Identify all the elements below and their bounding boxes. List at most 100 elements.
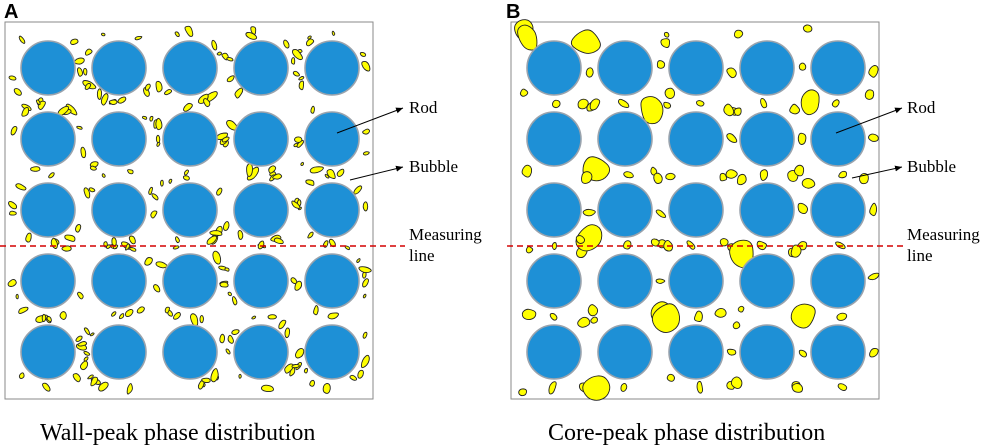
panel-b-line-label: line bbox=[907, 246, 933, 265]
panel-b-caption: Core-peak phase distribution bbox=[548, 420, 825, 446]
bubble bbox=[160, 179, 164, 187]
rod bbox=[526, 182, 582, 238]
panel-b-rod-arrow bbox=[835, 107, 903, 134]
bubble bbox=[201, 377, 211, 384]
bubble bbox=[174, 31, 180, 38]
bubble bbox=[686, 240, 696, 250]
bubble bbox=[84, 48, 93, 56]
bubble bbox=[125, 243, 131, 251]
bubble bbox=[284, 327, 291, 339]
bubble bbox=[203, 98, 211, 108]
bubble bbox=[353, 185, 363, 195]
bubble bbox=[298, 80, 305, 91]
panel-b-bubble-label: Bubble bbox=[907, 157, 956, 176]
bubble bbox=[296, 139, 304, 148]
bubble bbox=[118, 313, 125, 320]
bubble bbox=[590, 316, 598, 324]
bubble bbox=[273, 237, 284, 245]
bubble bbox=[251, 315, 257, 320]
bubble bbox=[260, 384, 274, 393]
bubble bbox=[726, 133, 738, 143]
rod bbox=[668, 40, 724, 96]
bubble bbox=[663, 101, 672, 109]
rod bbox=[91, 40, 147, 96]
bubble bbox=[199, 315, 204, 324]
bubble bbox=[869, 347, 879, 358]
rod bbox=[668, 182, 724, 238]
bubble bbox=[9, 210, 17, 216]
bubble bbox=[623, 240, 632, 250]
bubble bbox=[300, 161, 304, 166]
bubble bbox=[292, 49, 303, 61]
rod bbox=[668, 324, 724, 380]
rod bbox=[20, 40, 76, 96]
rod bbox=[162, 40, 218, 96]
panel-b-bubble-arrow bbox=[851, 165, 903, 179]
bubble bbox=[357, 369, 364, 379]
rod bbox=[526, 111, 582, 167]
bubble bbox=[272, 173, 283, 180]
bubble bbox=[18, 372, 25, 379]
panel-b-rod-label: Rod bbox=[907, 98, 936, 117]
bubble bbox=[518, 388, 528, 397]
rod bbox=[304, 324, 360, 380]
panel-a-bubbles bbox=[7, 25, 372, 395]
panel-b: B Rod Bubble Measuring line Core-peak ph… bbox=[506, 1, 980, 446]
bubble bbox=[798, 349, 807, 358]
bubble bbox=[331, 30, 336, 36]
bubble bbox=[61, 245, 72, 252]
bubble bbox=[77, 291, 84, 300]
rod bbox=[810, 182, 866, 238]
bubble bbox=[725, 169, 738, 179]
bubble bbox=[525, 246, 534, 254]
bubble bbox=[77, 341, 88, 347]
bubble bbox=[650, 238, 660, 247]
rod bbox=[91, 253, 147, 309]
bubble bbox=[836, 312, 848, 321]
bubble bbox=[257, 240, 265, 250]
bubble bbox=[867, 272, 880, 281]
bubble bbox=[246, 163, 254, 177]
bubble bbox=[268, 165, 277, 174]
bubble bbox=[327, 312, 339, 320]
rod bbox=[162, 111, 218, 167]
bubble bbox=[156, 142, 161, 147]
panel-b-letter: B bbox=[506, 1, 520, 23]
bubble bbox=[83, 68, 88, 76]
bubble bbox=[733, 29, 744, 39]
bubble bbox=[80, 146, 87, 159]
panel-b-rods bbox=[526, 40, 866, 380]
bubble bbox=[18, 306, 29, 314]
rod bbox=[304, 111, 360, 167]
rod bbox=[20, 324, 76, 380]
bubble bbox=[153, 284, 161, 293]
bubble bbox=[98, 381, 109, 392]
bubble bbox=[362, 293, 367, 299]
bubble bbox=[361, 60, 371, 72]
bubble bbox=[125, 308, 134, 318]
bubble bbox=[101, 173, 106, 178]
bubble bbox=[8, 75, 17, 81]
bubble bbox=[362, 331, 368, 339]
bubble bbox=[284, 363, 295, 374]
bubble bbox=[575, 235, 585, 244]
bubble bbox=[72, 373, 81, 383]
bubble bbox=[305, 179, 315, 186]
rod bbox=[597, 324, 653, 380]
bubble bbox=[362, 278, 369, 288]
bubble bbox=[696, 380, 704, 394]
bubble bbox=[96, 88, 103, 100]
bubble bbox=[665, 172, 676, 181]
bubble bbox=[222, 221, 230, 231]
panel-a-rods bbox=[20, 40, 360, 380]
bubble bbox=[89, 332, 95, 337]
bubble bbox=[577, 98, 589, 110]
rod bbox=[162, 253, 218, 309]
rod bbox=[526, 253, 582, 309]
bubble bbox=[358, 266, 372, 274]
bubble bbox=[307, 35, 312, 40]
bubble bbox=[226, 75, 235, 83]
bubble bbox=[175, 236, 180, 244]
bubble bbox=[801, 178, 816, 189]
bubble bbox=[730, 376, 743, 389]
